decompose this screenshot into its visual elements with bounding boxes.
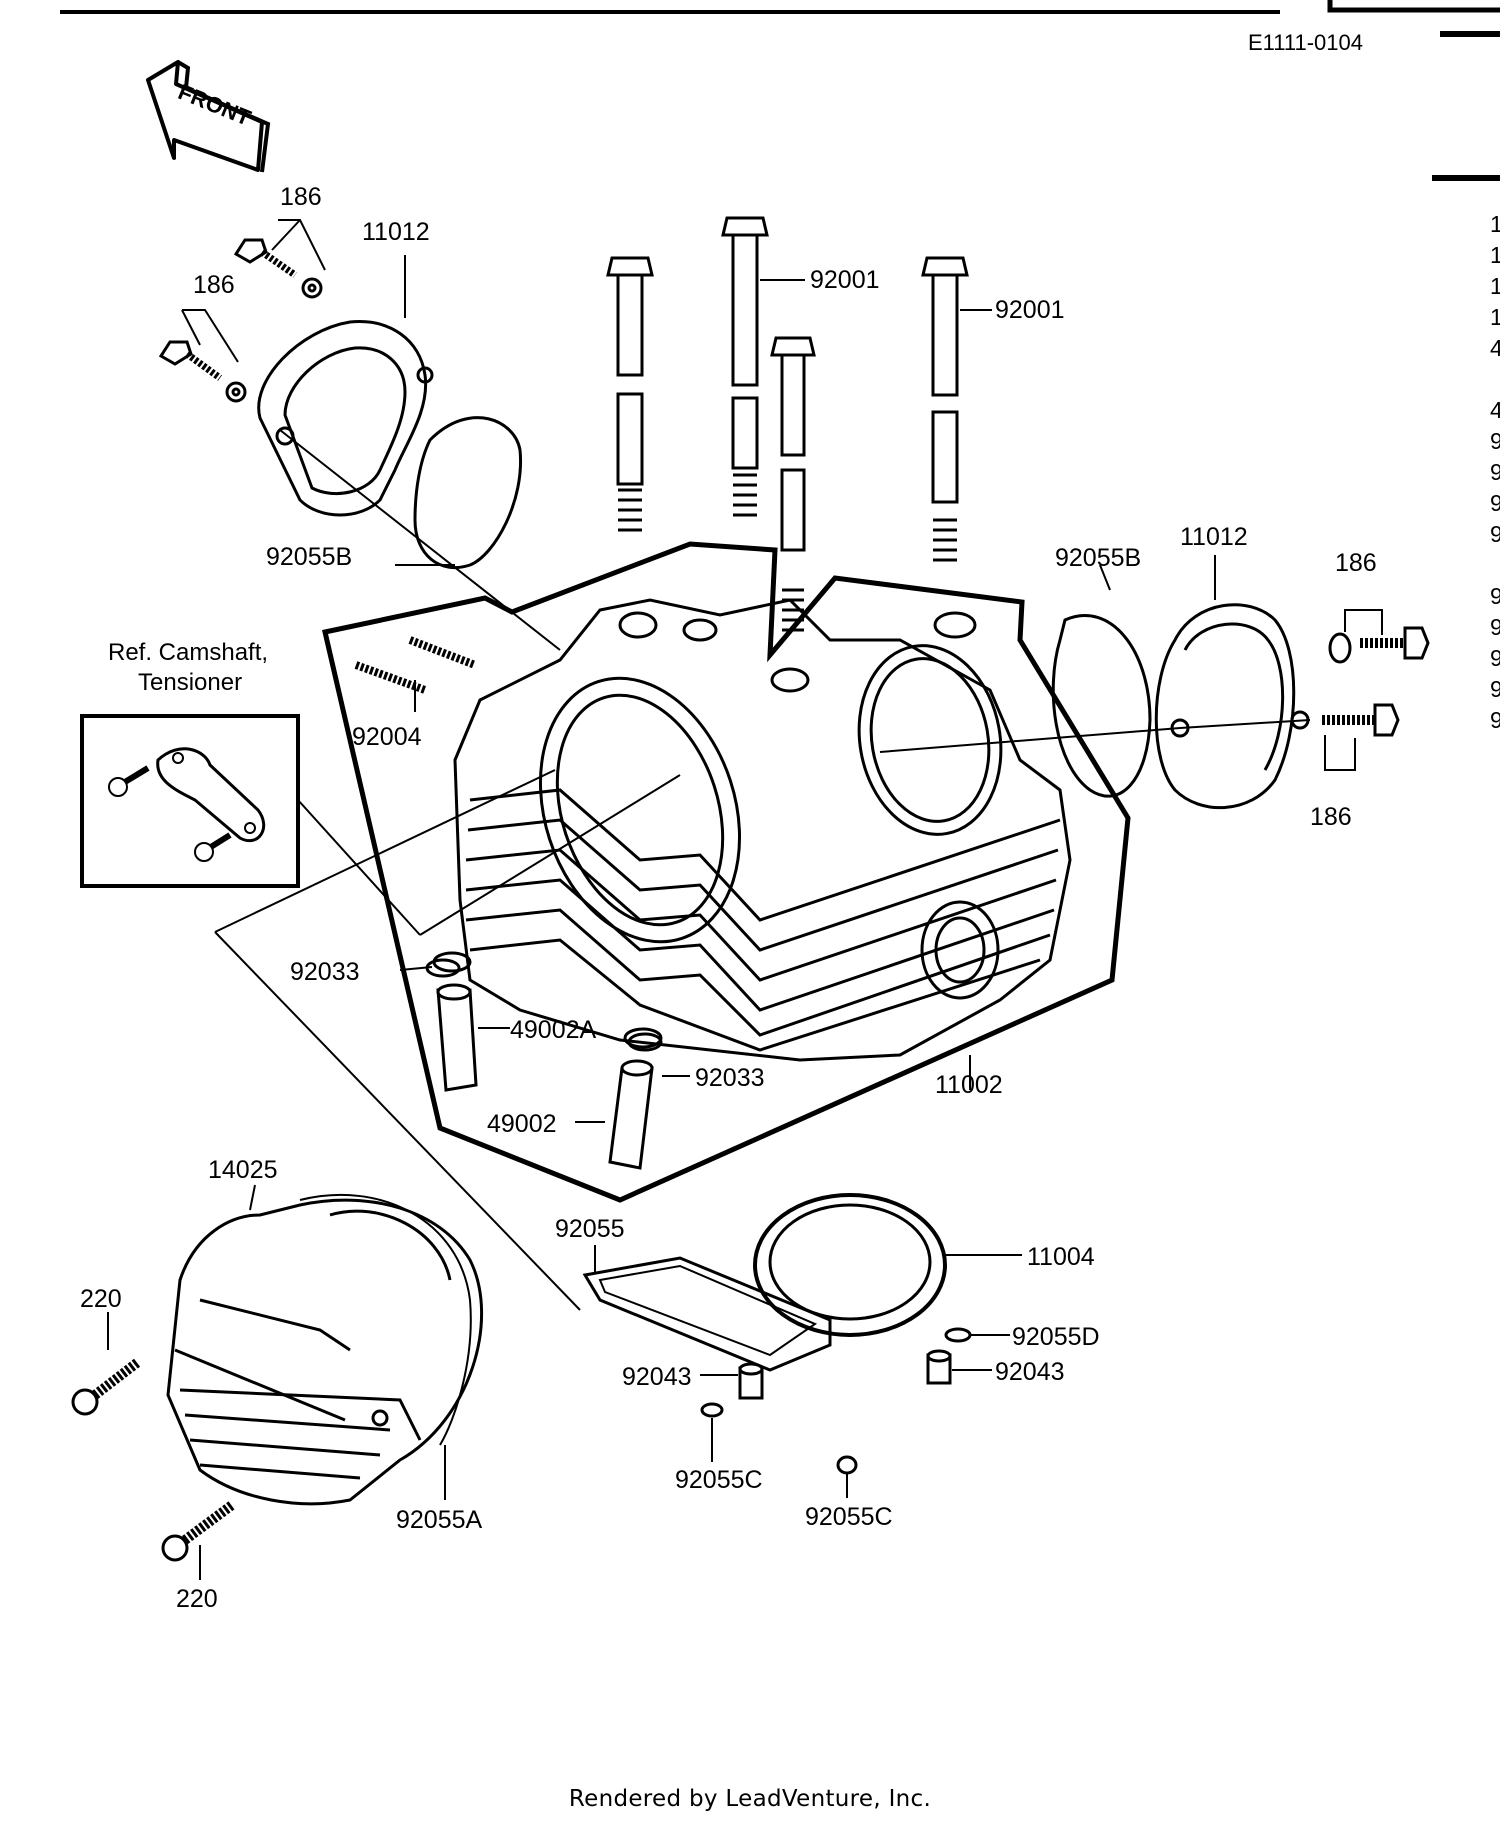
right-digit: 9: [1490, 428, 1500, 454]
oring-92055B-left: [413, 416, 523, 570]
leaders-92001: [760, 279, 992, 311]
label-14025: 14025: [208, 1156, 278, 1184]
diagram-code: E1111-0104: [1248, 30, 1363, 55]
label-92033: 92033: [290, 958, 360, 986]
right-digit: 9: [1490, 707, 1500, 733]
footer-credit: Rendered by LeadVenture, Inc.: [568, 1786, 932, 1812]
right-digit: 9: [1490, 583, 1500, 609]
cover-14025: [166, 1198, 484, 1506]
label-92055D: 92055D: [1012, 1323, 1100, 1351]
cap-11012-right: [1154, 603, 1310, 810]
seal-92033-a: [432, 951, 472, 973]
head-bolts-92001: [606, 216, 969, 632]
label-49002: 49002: [487, 1110, 557, 1138]
label-92043: 92043: [622, 1363, 692, 1391]
ring-11004: [753, 1193, 947, 1337]
right-digit: 4: [1490, 335, 1500, 361]
label-186: 186: [1335, 549, 1377, 577]
right-digit: 9: [1490, 490, 1500, 516]
ref-box-line1: Ref. Camshaft,: [108, 639, 268, 666]
label-11004: 11004: [1027, 1243, 1095, 1271]
screws-220: [71, 1358, 235, 1562]
cap-11012-left: [257, 320, 434, 517]
gasket-92055-inner: [598, 1264, 818, 1357]
label-92055C: 92055C: [675, 1466, 763, 1494]
valve-guide-49002: [608, 1032, 663, 1170]
right-digit: 1: [1490, 211, 1500, 237]
bolts-186-right: [1322, 626, 1430, 737]
part-labels: 186 11012 186 92001 92001 92055B 11012 9…: [80, 183, 1377, 1613]
seal-92033-b: [623, 1027, 663, 1049]
label-220: 220: [176, 1585, 218, 1613]
label-92043: 92043: [995, 1358, 1065, 1386]
label-220: 220: [80, 1285, 122, 1313]
valve-guide-49002A: [425, 958, 478, 1092]
ref-box-line2: Tensioner: [138, 669, 242, 696]
studs-92004: [354, 636, 477, 694]
right-digit: 9: [1490, 459, 1500, 485]
label-92055A: 92055A: [396, 1506, 483, 1534]
bolts-186-left: [158, 238, 323, 403]
head-assembly-outline: [321, 541, 1131, 1203]
right-digit: 1: [1490, 242, 1500, 268]
label-49002A: 49002A: [510, 1016, 597, 1044]
small-parts: [700, 1327, 972, 1475]
right-digit: 1: [1490, 304, 1500, 330]
header-box-edge: [1327, 0, 1500, 13]
oring-92055B-right: [1051, 614, 1152, 798]
gasket-92055: [582, 1256, 832, 1372]
gasket-92055A: [299, 1193, 472, 1446]
label-186: 186: [193, 271, 235, 299]
front-arrow-icon: FRONT: [146, 60, 271, 173]
label-92001: 92001: [995, 296, 1065, 324]
right-column-index: 1 1 1 1 4 4 9 9 9 9 9 9 9 9 9: [1490, 211, 1500, 733]
brackets-186-left: [181, 219, 326, 363]
label-92055B: 92055B: [1055, 544, 1141, 572]
right-digit: 9: [1490, 645, 1500, 671]
label-186: 186: [280, 183, 322, 211]
right-digit: 9: [1490, 676, 1500, 702]
brackets-186-right: [1324, 609, 1383, 771]
label-11012: 11012: [1180, 523, 1248, 551]
label-92033: 92033: [695, 1064, 765, 1092]
label-92055B: 92055B: [266, 543, 352, 571]
right-digit: 9: [1490, 614, 1500, 640]
label-186: 186: [1310, 803, 1352, 831]
ref-camshaft-tensioner-box: [80, 714, 300, 888]
label-11012: 11012: [362, 218, 430, 246]
right-digit: 9: [1490, 521, 1500, 547]
cylinder-head-11002: [453, 598, 1072, 1062]
label-92004: 92004: [352, 723, 422, 751]
label-92055: 92055: [555, 1215, 625, 1243]
right-digit: 4: [1490, 397, 1500, 423]
ring-11004-inner: [768, 1203, 932, 1321]
label-92001: 92001: [810, 266, 880, 294]
label-leaders: [107, 255, 1216, 1580]
right-digit: 1: [1490, 273, 1500, 299]
leader-lines: [214, 429, 1311, 1311]
label-11002: 11002: [935, 1071, 1003, 1099]
label-92055C: 92055C: [805, 1503, 893, 1531]
